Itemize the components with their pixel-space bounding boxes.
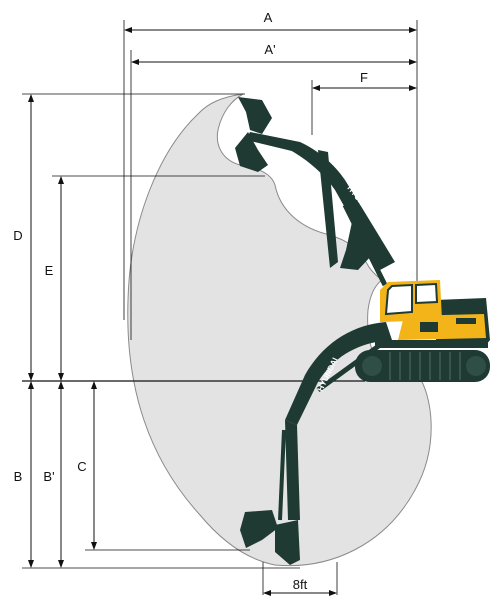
lower-boom-cylinder <box>316 342 382 393</box>
label-aprime: A' <box>264 42 275 57</box>
upper-arm-position: HYUNDAI <box>235 97 395 287</box>
side-panel <box>398 314 486 340</box>
upper-bucket-mid <box>235 132 268 172</box>
label-bprime: B' <box>43 469 54 484</box>
label-d: D <box>13 228 22 243</box>
panel-vent-2 <box>456 318 476 324</box>
upper-arm-curled <box>318 150 338 268</box>
cab-window <box>384 283 413 316</box>
panel-vent <box>420 322 438 332</box>
label-b: B <box>14 469 23 484</box>
upper-bucket-curled <box>340 222 372 270</box>
label-c: C <box>77 459 86 474</box>
track-links <box>389 352 461 380</box>
upper-bucket-top <box>238 97 272 134</box>
lower-bucket-side <box>240 510 278 548</box>
crawler-track <box>355 350 490 382</box>
lower-arm-cylinder <box>278 429 286 521</box>
lower-bucket-bottom <box>275 520 300 565</box>
label-e: E <box>45 263 54 278</box>
track-rollers <box>362 356 486 376</box>
upper-arm <box>246 132 300 152</box>
label-a: A <box>264 10 273 25</box>
excavator-body <box>355 280 490 382</box>
lower-arm <box>285 420 300 520</box>
label-f: F <box>360 70 368 85</box>
label-8ft: 8ft <box>293 577 308 592</box>
lower-arm-position: HYUNDAI <box>240 322 392 565</box>
cab-window-2 <box>415 282 439 305</box>
upper-deck <box>375 340 488 348</box>
lower-boom <box>285 322 392 425</box>
